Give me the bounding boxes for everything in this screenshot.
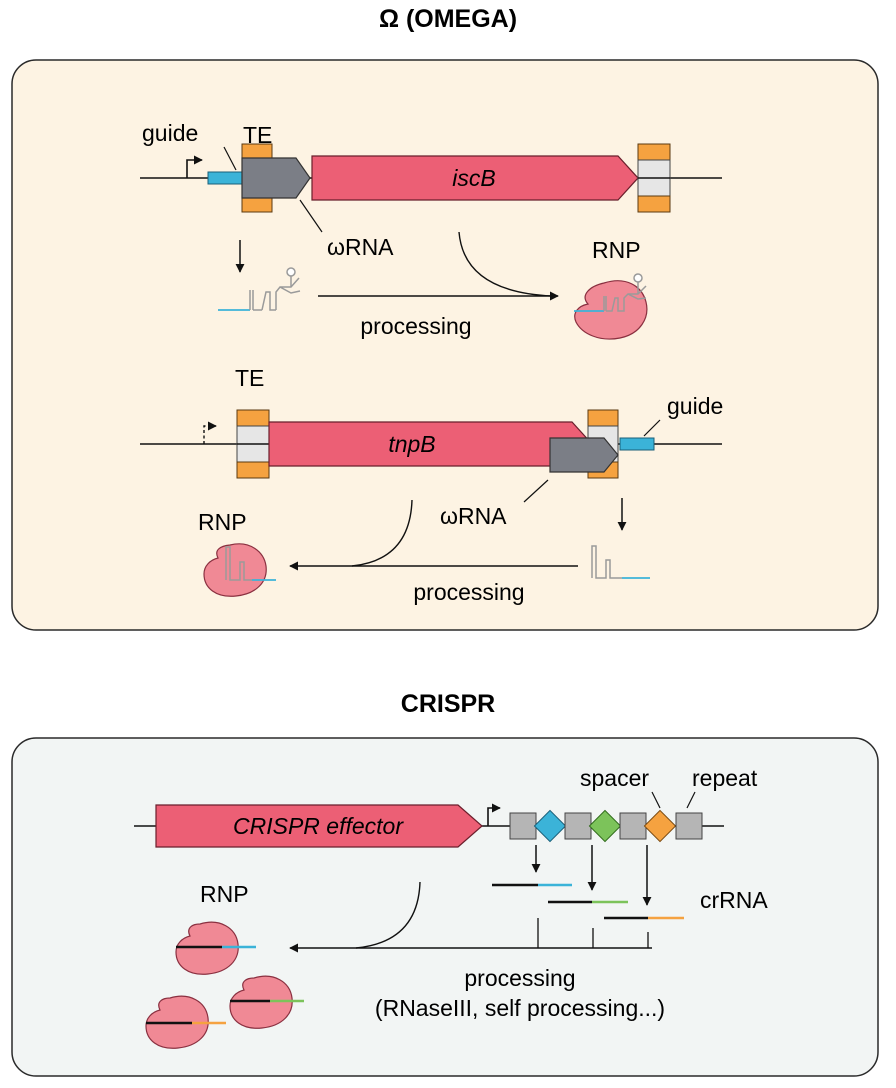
crispr-title: CRISPR — [401, 690, 495, 718]
tnpb-rnp-complex — [203, 543, 276, 597]
tnpb-te-label: TE — [235, 365, 264, 391]
crispr-protein-joining-curve — [355, 881, 421, 949]
crispr-spacer-green — [588, 809, 622, 843]
crispr-rnp-label: RNP — [200, 881, 249, 907]
crispr-rnp-orange — [145, 995, 226, 1049]
crispr-rnp-blue — [175, 921, 256, 975]
crispr-crrna-set: crRNA — [492, 845, 768, 920]
crispr-processing: processing (RNaseIII, self processing...… — [289, 881, 665, 1021]
crispr-processing-detail: (RNaseIII, self processing...) — [375, 995, 665, 1021]
crispr-rnp-group: RNP — [145, 881, 304, 1049]
tnpb-gene-label: tnpB — [388, 431, 435, 457]
tnpb-wrna-pointer — [523, 479, 549, 503]
iscb-wrna-label: ωRNA — [327, 234, 394, 260]
iscb-guide-label: guide — [142, 120, 198, 146]
crispr-repeat-1 — [509, 812, 537, 840]
tnpb-guide-pointer — [643, 419, 661, 437]
crispr-effector-gene — [155, 804, 483, 848]
tnpb-te-right-top — [587, 409, 619, 427]
iscb-gene-label: iscB — [452, 165, 495, 191]
tnpb-processing: processing RNP — [198, 498, 650, 605]
iscb-wrna-pointer — [299, 199, 323, 233]
iscb-gene-arrow — [311, 155, 639, 201]
tnpb-wrna-transcript — [591, 545, 650, 579]
iscb-protein-joining-curve — [458, 231, 553, 297]
tnpb-promoter-arrow — [203, 421, 217, 444]
iscb-rnp-complex — [574, 273, 648, 340]
iscb-processing: processing RNP — [218, 231, 648, 340]
tnpb-te-left-top — [236, 409, 270, 427]
iscb-guide-pointer — [223, 146, 237, 171]
crispr-rnp-green — [229, 975, 304, 1029]
tnpb-wrna-region — [549, 437, 619, 473]
tnpb-te-left-bottom — [236, 461, 270, 479]
tnpb-protein-joining-curve — [351, 499, 413, 567]
iscb-wrna-transcript — [218, 267, 301, 311]
iscb-guide-segment — [207, 171, 243, 185]
crispr-spacer-label: spacer — [580, 765, 649, 791]
crispr-repeat-label: repeat — [692, 765, 758, 791]
crispr-repeat-pointer — [686, 791, 696, 809]
tnpb-guide-segment — [619, 437, 655, 451]
crispr-processing-bracket — [537, 918, 649, 948]
crispr-locus: CRISPR effector spacer repeat — [134, 765, 758, 848]
crispr-repeat-4 — [675, 812, 703, 840]
tnpb-wrna-label: ωRNA — [440, 503, 507, 529]
iscb-promoter-arrow — [186, 155, 203, 178]
tnpb-locus: TE tnpB guide ωRNA — [140, 365, 723, 529]
crispr-spacer-pointer — [651, 791, 661, 809]
tnpb-guide-label: guide — [667, 393, 723, 419]
tnpb-processing-label: processing — [413, 579, 524, 605]
iscb-processing-label: processing — [360, 313, 471, 339]
iscb-te-right-top — [637, 143, 671, 161]
crispr-processing-label: processing — [464, 965, 575, 991]
omega-title: Ω (OMEGA) — [379, 5, 517, 33]
tnpb-rnp-label: RNP — [198, 509, 247, 535]
crispr-effector-label: CRISPR effector — [233, 813, 404, 839]
crispr-spacer-blue — [533, 809, 567, 843]
crispr-repeat-2 — [564, 812, 592, 840]
crispr-promoter-arrow — [487, 803, 501, 826]
iscb-locus: guide TE iscB ωRNA — [140, 120, 722, 260]
crispr-spacer-orange — [643, 809, 677, 843]
crrna-label: crRNA — [700, 887, 768, 913]
crispr-repeat-3 — [619, 812, 647, 840]
iscb-wrna-region — [241, 157, 311, 199]
iscb-te-right-bottom — [637, 195, 671, 213]
iscb-rnp-label: RNP — [592, 237, 641, 263]
